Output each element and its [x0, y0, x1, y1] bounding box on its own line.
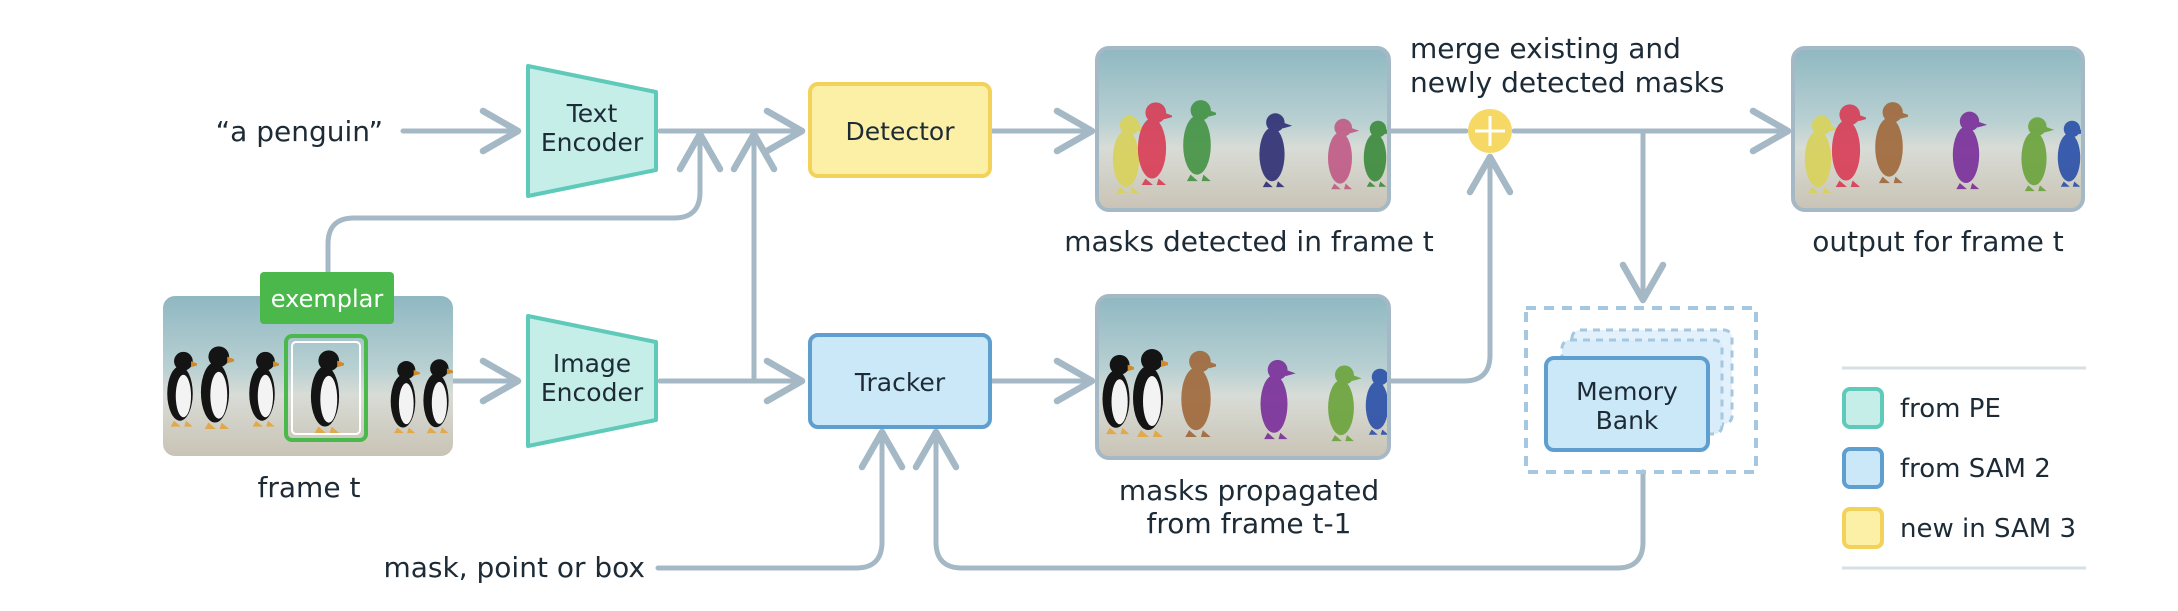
legend-swatch — [1842, 447, 1884, 489]
caption-merge-line2: newly detected masks — [1410, 66, 1724, 99]
memory-bank-line1: Memory — [1576, 377, 1678, 406]
caption-propagated-line2: from frame t-1 — [1147, 507, 1352, 540]
exemplar-label: exemplar — [271, 285, 384, 313]
propagated-masks-image — [1095, 294, 1391, 460]
connector-arrows — [325, 107, 1792, 571]
output-image — [1791, 46, 2085, 212]
legend-label: from SAM 2 — [1900, 454, 2051, 484]
detected-masks-image — [1095, 46, 1391, 212]
legend-item: from PE — [1842, 387, 2001, 429]
text-encoder: Text Encoder — [526, 64, 658, 198]
memory-bank: Memory Bank — [1524, 306, 1758, 474]
image-encoder-line1: Image — [553, 349, 631, 378]
image-encoder: Image Encoder — [526, 314, 658, 448]
tracker-label: Tracker — [854, 368, 946, 397]
legend: from PE from SAM 2 new in SAM 3 — [1842, 366, 2086, 570]
caption-detected-masks: masks detected in frame t — [1064, 225, 1434, 258]
caption-frame-t: frame t — [258, 471, 361, 504]
caption-propagated-line1: masks propagated — [1119, 474, 1379, 507]
text-encoder-line1: Text — [566, 99, 618, 128]
arrow-exemplar-to-text-path — [325, 130, 724, 275]
legend-label: new in SAM 3 — [1900, 514, 2076, 544]
arrow-prompt-to-tracker — [655, 428, 906, 571]
visual-prompt: mask, point or box — [383, 551, 645, 584]
detector-label: Detector — [846, 117, 956, 146]
legend-label: from PE — [1900, 394, 2001, 424]
caption-merge-line1: merge existing and — [1410, 32, 1681, 65]
merge-node — [1468, 109, 1512, 153]
arrow-propagated-to-merge — [1386, 153, 1514, 384]
text-prompt: “a penguin” — [216, 115, 383, 148]
arrow-memory-to-tracker — [912, 428, 1646, 571]
legend-swatch — [1842, 507, 1884, 549]
legend-item: from SAM 2 — [1842, 447, 2051, 489]
text-encoder-line2: Encoder — [541, 128, 644, 157]
caption-output: output for frame t — [1812, 225, 2064, 258]
exemplar-badge: exemplar — [260, 272, 394, 324]
tracker-box: Tracker — [808, 333, 992, 429]
memory-bank-line2: Bank — [1596, 406, 1659, 435]
detector-box: Detector — [808, 82, 992, 178]
image-encoder-line2: Encoder — [541, 378, 644, 407]
legend-swatch — [1842, 387, 1884, 429]
legend-item: new in SAM 3 — [1842, 507, 2076, 549]
